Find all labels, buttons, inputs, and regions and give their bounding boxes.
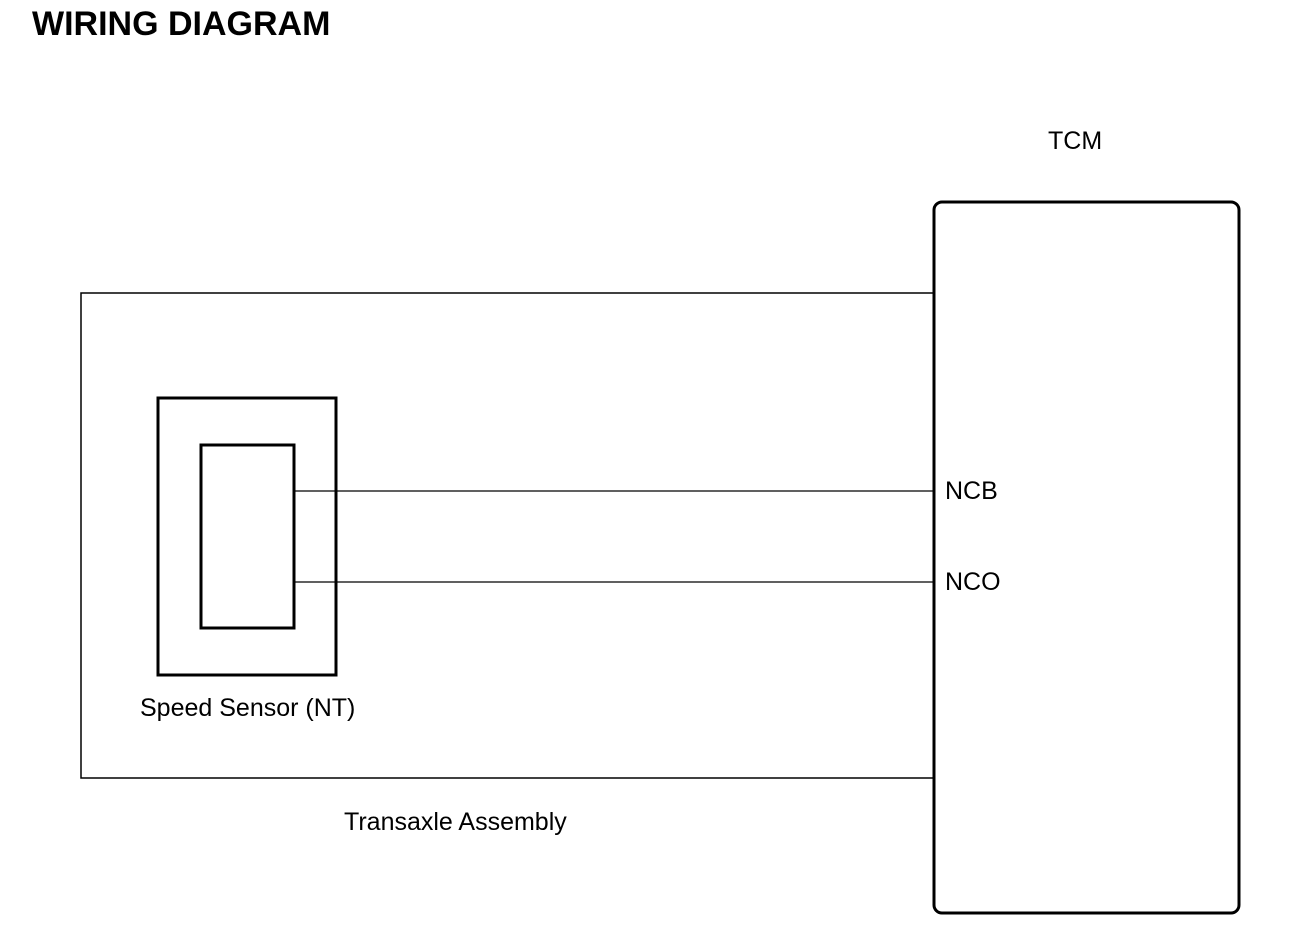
transaxle-assembly-boundary (80, 292, 934, 779)
speed-sensor-outer-box (156, 396, 338, 677)
tcm-box (932, 200, 1241, 915)
tcm-label: TCM (1048, 127, 1102, 155)
speed-sensor-inner-element (199, 443, 296, 630)
pin-label-ncb: NCB (945, 477, 998, 505)
transaxle-assembly-label: Transaxle Assembly (344, 808, 567, 836)
pin-label-nco: NCO (945, 568, 1001, 596)
page-title: WIRING DIAGRAM (32, 5, 331, 43)
speed-sensor-label: Speed Sensor (NT) (140, 694, 355, 722)
